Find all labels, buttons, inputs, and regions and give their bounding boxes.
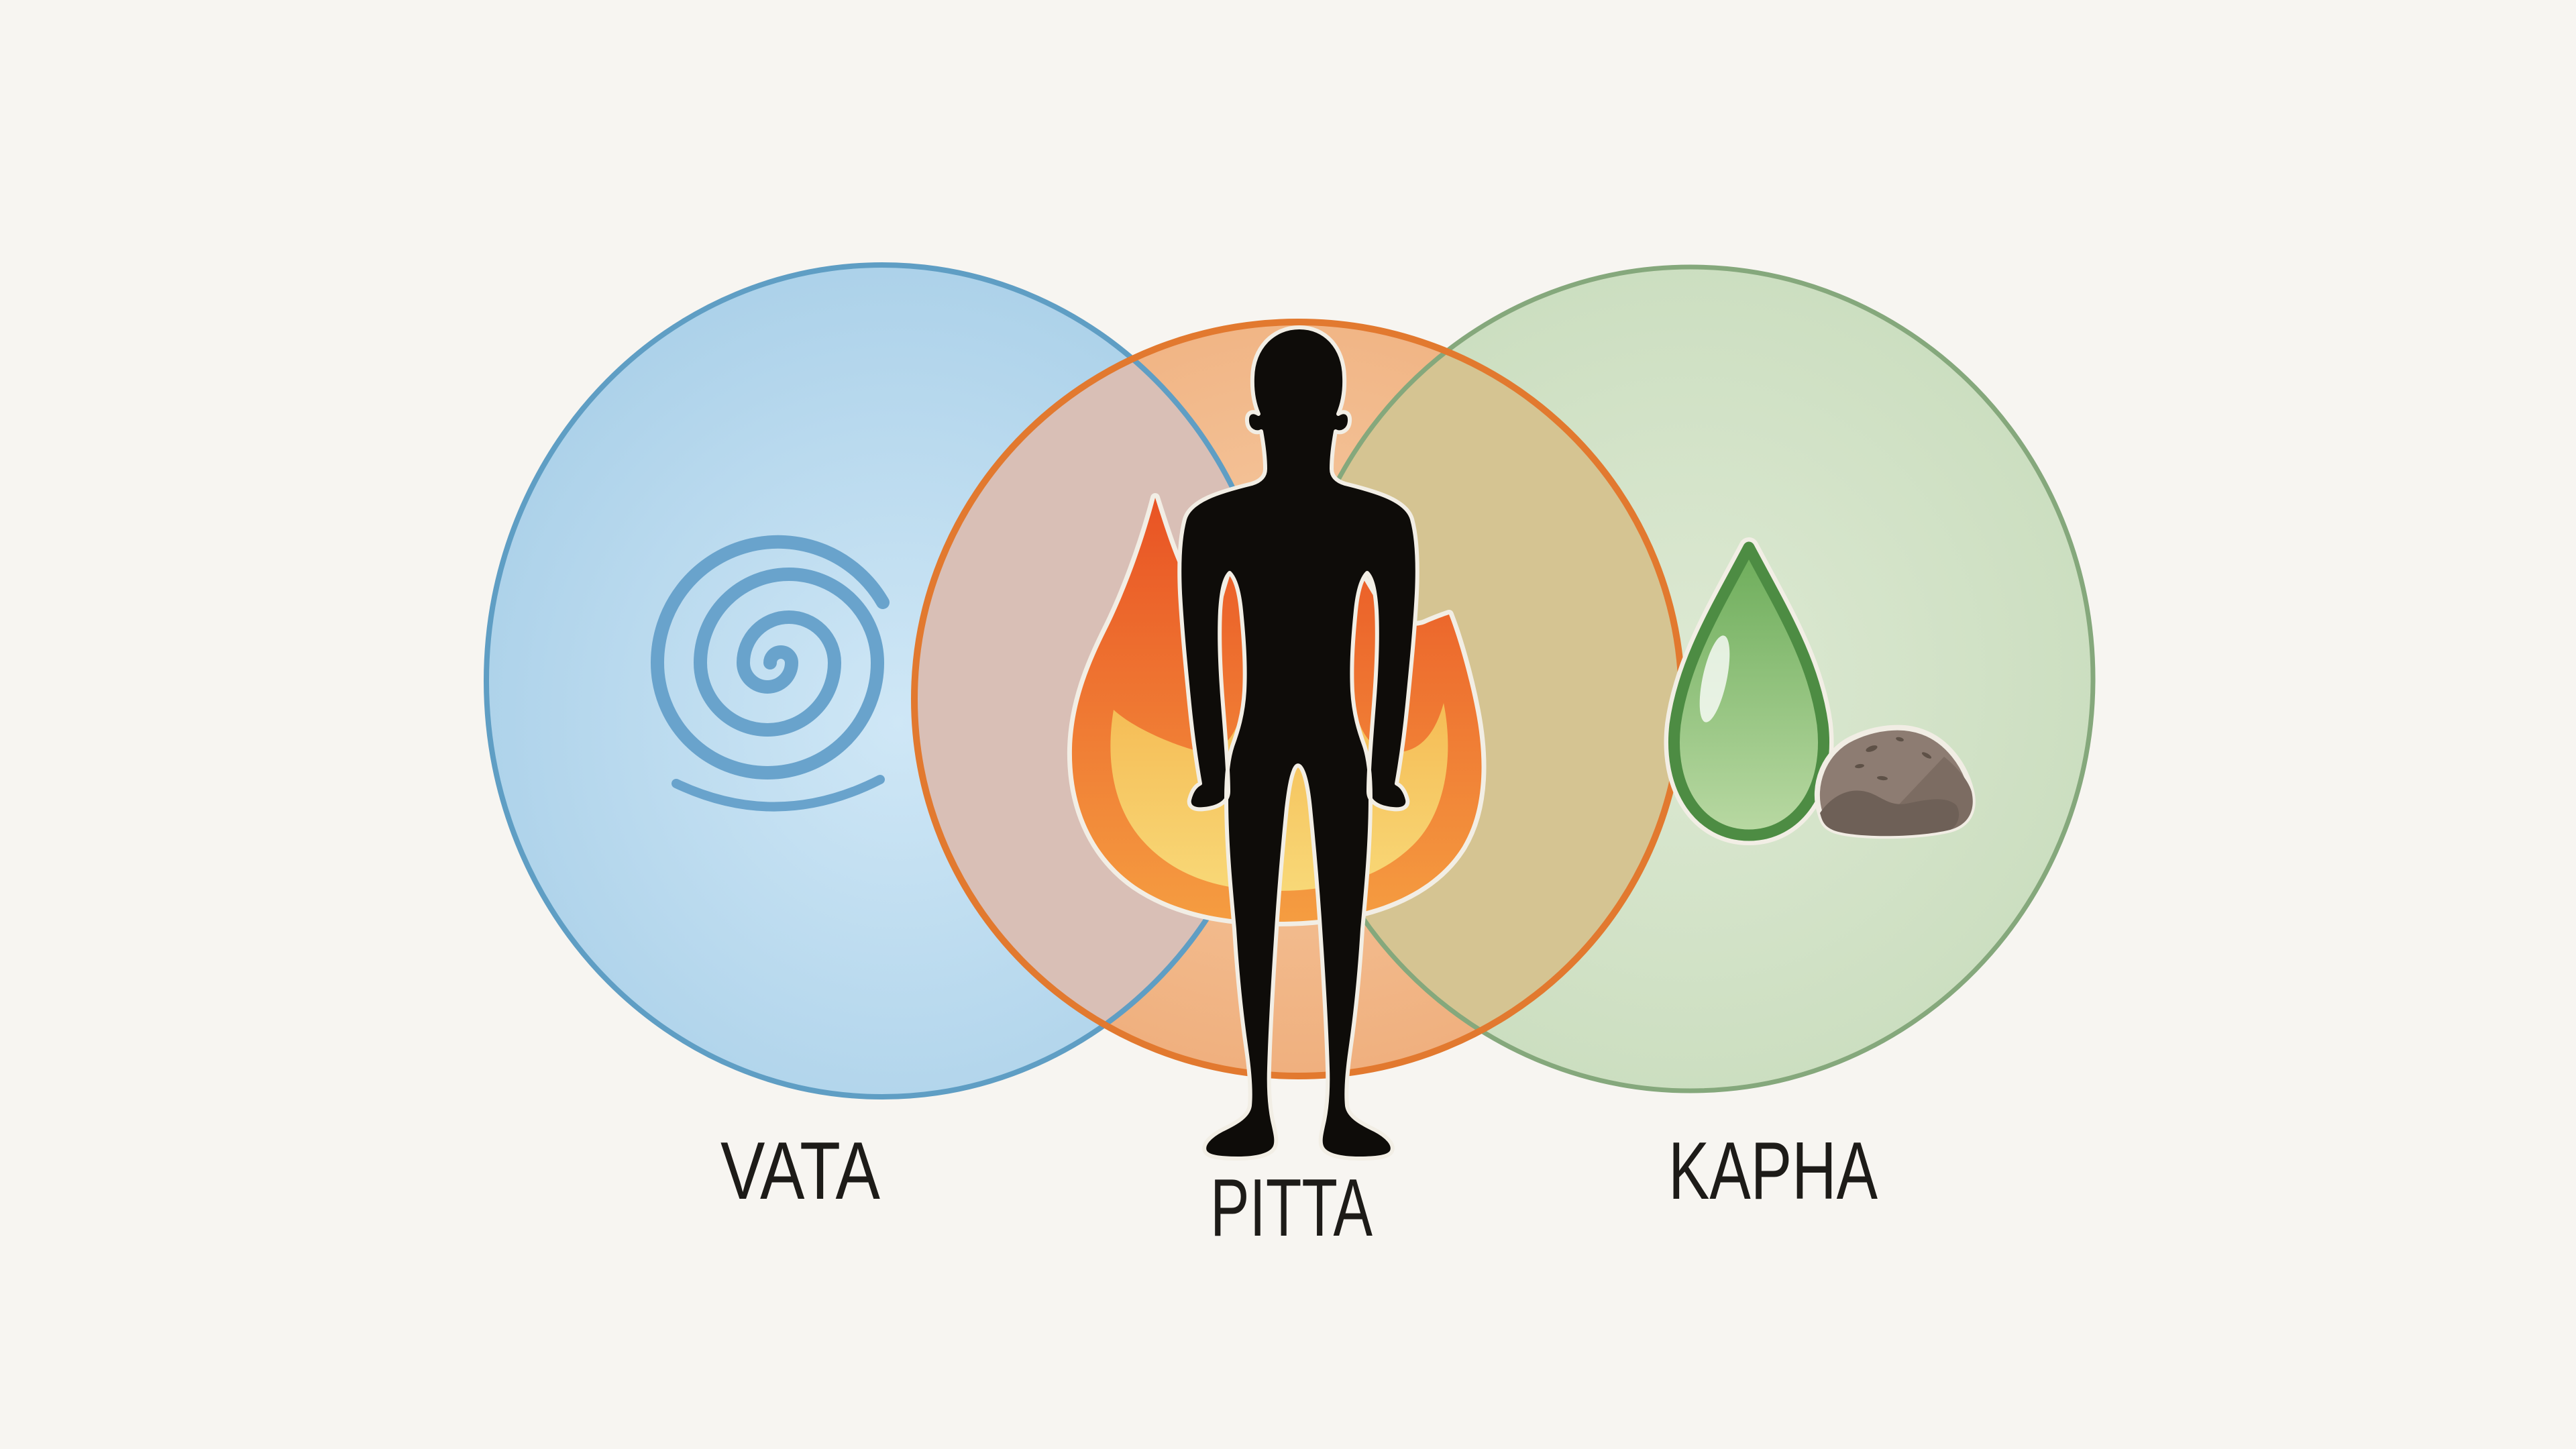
wind-spiral-icon — [650, 535, 890, 812]
spiral-path — [650, 535, 890, 780]
wind-swoosh-path — [672, 775, 885, 812]
stone-speckles — [1855, 737, 1932, 781]
pitta-label: PITTA — [1210, 1162, 1373, 1253]
vata-label: VATA — [720, 1125, 881, 1216]
drop-gloss — [1699, 635, 1730, 722]
stone-icon — [1814, 724, 1976, 839]
kapha-label: KAPHA — [1668, 1125, 1878, 1216]
vata-pitta-overlap — [914, 322, 1278, 1076]
drop-body — [1668, 541, 1829, 841]
human-silhouette — [1177, 325, 1419, 1161]
stone-shadow — [1820, 790, 1960, 837]
water-drop-icon — [1664, 537, 1834, 845]
